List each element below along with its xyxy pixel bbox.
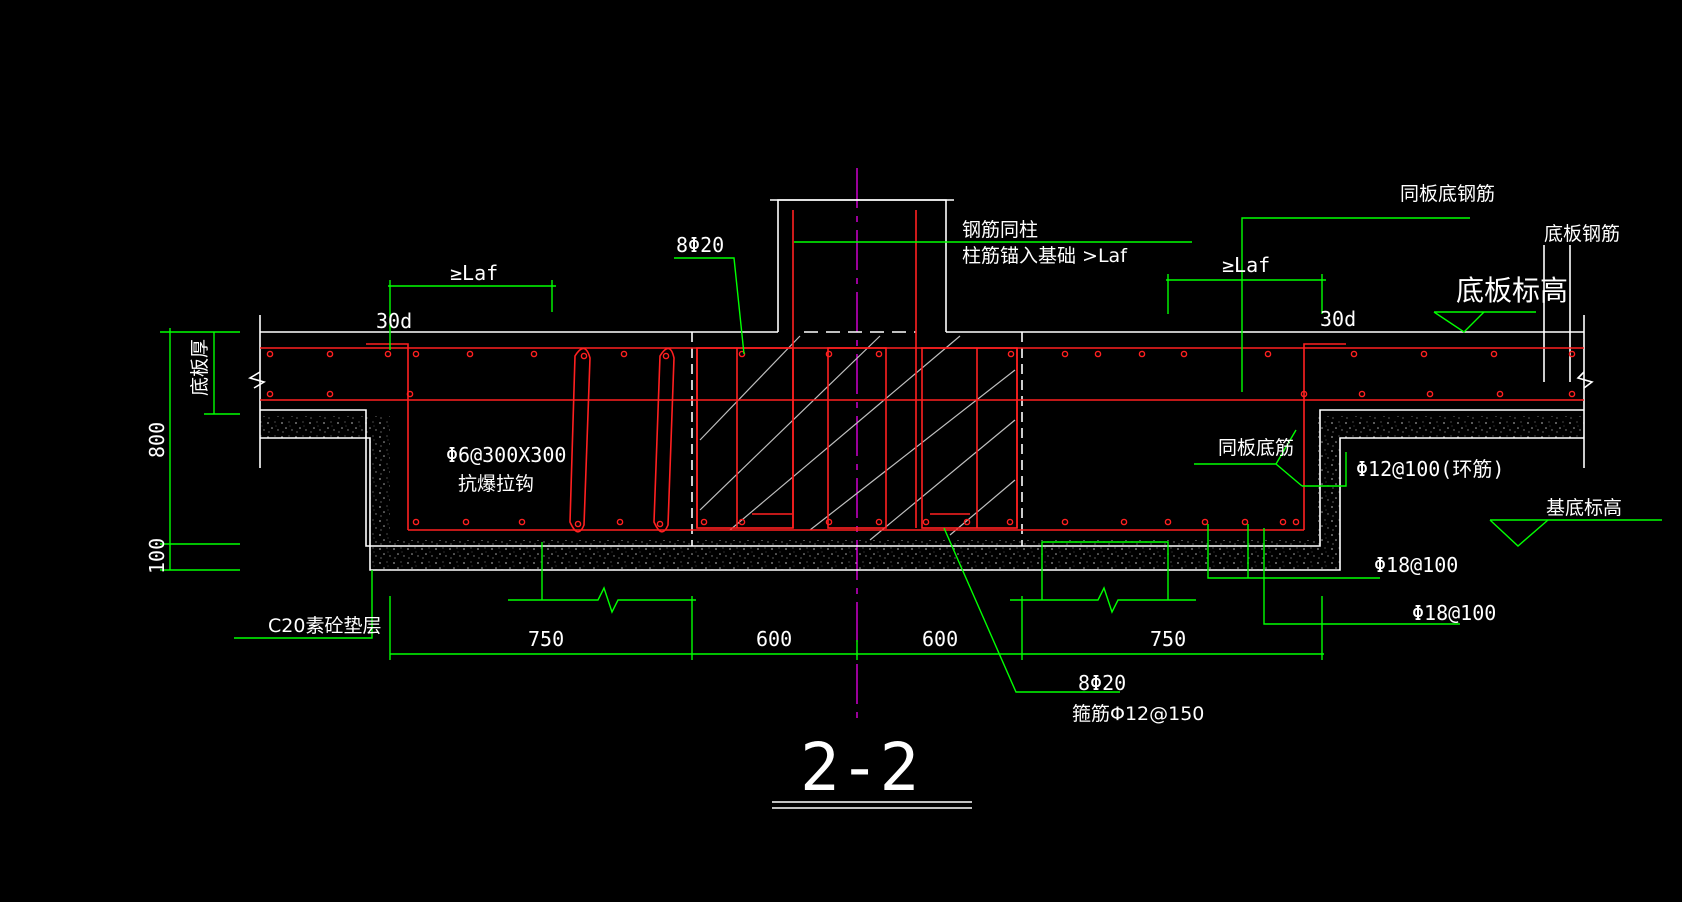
column-bars-label-2: 柱筋锚入基础 >Laf	[962, 245, 1128, 267]
dim-800: 800	[145, 422, 169, 458]
tie-name-label: 抗爆拉钩	[458, 473, 534, 495]
dim-750-right: 750	[1150, 627, 1186, 651]
cushion-label: C20素砼垫层	[268, 615, 381, 637]
same-slab-bottom-bars-top-label: 同板底钢筋	[1400, 183, 1495, 205]
stirrups-label: 箍筋Φ12@150	[1072, 703, 1204, 725]
d30-left-label: 30d	[376, 309, 412, 333]
tie-spec-label: Φ6@300X300	[446, 443, 566, 467]
d30-right-label: 30d	[1320, 307, 1356, 331]
laf-right-label: ≥Laf	[1222, 253, 1270, 277]
labels: ≥Laf ≥Laf 30d 30d 8Φ20 钢筋同柱 柱筋锚入基础 >Laf …	[145, 183, 1622, 806]
bars-8phi20-top-label: 8Φ20	[676, 233, 724, 257]
section-title: 2-2	[800, 729, 919, 806]
bars-8phi20-bottom-label: 8Φ20	[1078, 671, 1126, 695]
cushion-outline	[260, 437, 1584, 571]
laf-left-label: ≥Laf	[450, 261, 498, 285]
dimension-lines	[160, 217, 1662, 693]
bars-phi18-label-1: Φ18@100	[1374, 553, 1458, 577]
dim-600-right: 600	[922, 627, 958, 651]
base-elevation-label: 基底标高	[1546, 497, 1622, 519]
dim-750-left: 750	[528, 627, 564, 651]
bars-phi18-label-2: Φ18@100	[1412, 601, 1496, 625]
slab-thickness-label: 底板厚	[189, 339, 211, 396]
dim-100: 100	[145, 538, 169, 574]
rebars	[260, 210, 1584, 533]
same-slab-bottom-bars-label: 同板底筋	[1218, 437, 1294, 459]
slab-bottom-bars-label: 底板钢筋	[1544, 223, 1620, 245]
column-bars-label-1: 钢筋同柱	[962, 219, 1038, 241]
column-outline	[777, 199, 947, 332]
slab-elevation-label: 底板标高	[1456, 274, 1568, 307]
ring-bars-label: Φ12@100(环筋)	[1356, 457, 1504, 481]
dim-600-left: 600	[756, 627, 792, 651]
